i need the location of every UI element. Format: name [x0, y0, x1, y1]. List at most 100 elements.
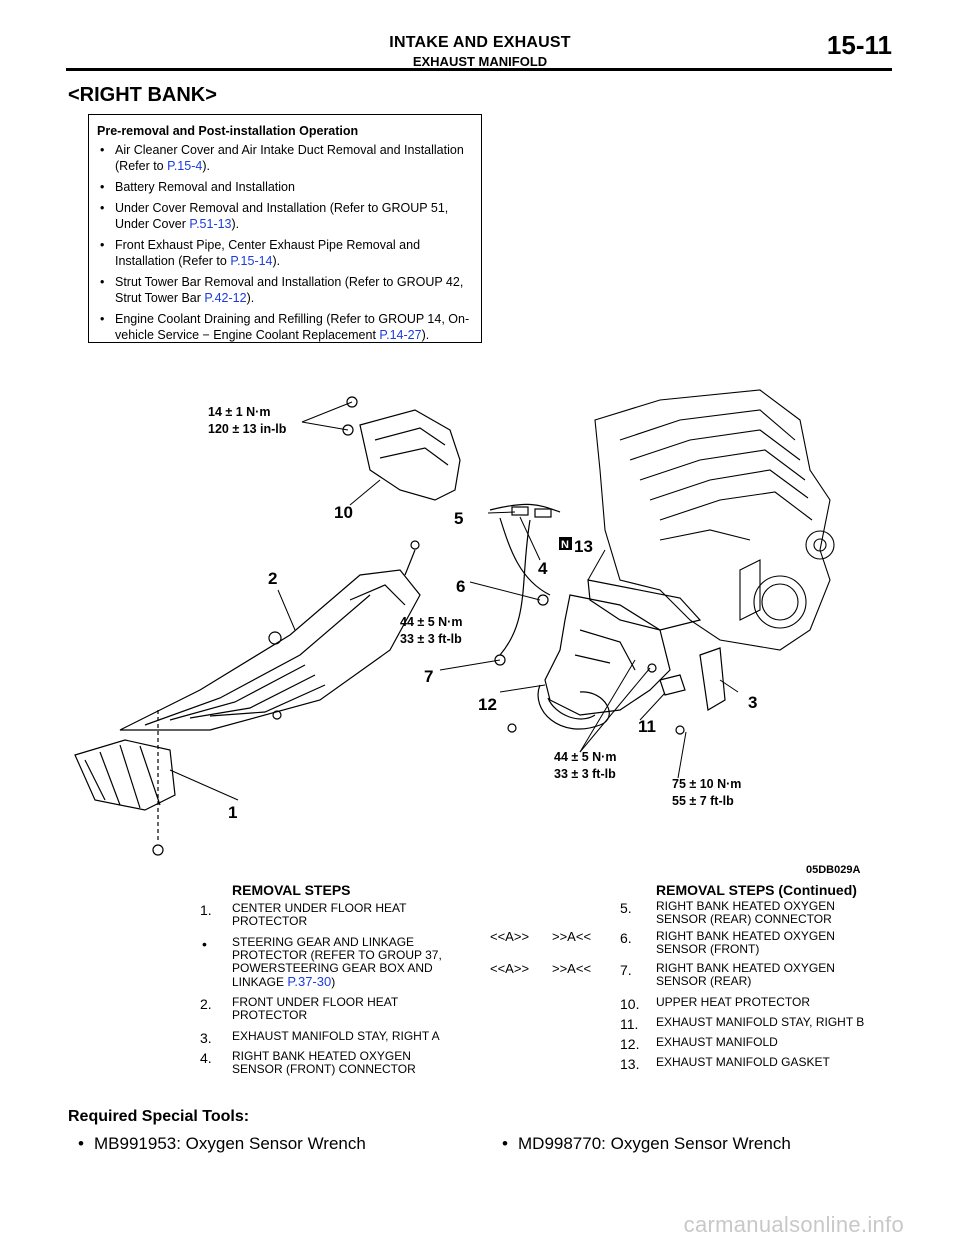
step-item: 11. EXHAUST MANIFOLD STAY, RIGHT B — [490, 1016, 910, 1036]
torque-label: 33 ± 3 ft-lb — [400, 632, 462, 646]
callout-12: 12 — [478, 695, 497, 714]
step-text: EXHAUST MANIFOLD STAY, RIGHT A — [232, 1029, 440, 1043]
step-text: UPPER HEAT PROTECTOR — [656, 995, 811, 1009]
section-title: INTAKE AND EXHAUST — [389, 34, 571, 51]
step-text: EXHAUST MANIFOLD GASKET — [656, 1055, 830, 1069]
torque-label: 44 ± 5 N·m — [400, 615, 462, 629]
list-item: Air Cleaner Cover and Air Intake Duct Re… — [97, 142, 473, 174]
step-text: SENSOR (FRONT) CONNECTOR — [232, 1062, 416, 1076]
new-part-mark-box — [559, 537, 572, 550]
step-number: 2. — [200, 996, 212, 1012]
step-number: 6. — [620, 930, 632, 946]
item-text: Under Cover Removal and Installation (Re… — [115, 201, 449, 231]
special-tool-item: MD998770: Oxygen Sensor Wrench — [502, 1134, 791, 1154]
step-text: RIGHT BANK HEATED OXYGEN — [656, 899, 835, 913]
step-item: 13. EXHAUST MANIFOLD GASKET — [490, 1056, 910, 1076]
callout-3: 3 — [748, 693, 757, 712]
item-tail: ). — [421, 328, 430, 342]
step-number: 11. — [620, 1016, 639, 1032]
item-tail: ). — [231, 217, 240, 231]
engine-block-drawing — [594, 389, 835, 651]
section-subtitle: EXHAUST MANIFOLD — [412, 54, 548, 69]
step-text: SENSOR (REAR) — [656, 974, 752, 988]
pre-removal-title: Pre-removal and Post-installation Operat… — [97, 124, 359, 138]
torque-label: 120 ± 13 in-lb — [208, 422, 287, 436]
step-text: FRONT UNDER FLOOR HEAT — [232, 995, 399, 1009]
pre-removal-box: Pre-removal and Post-installation Operat… — [88, 114, 482, 343]
callout-13: 13 — [574, 537, 593, 556]
page-ref-link[interactable]: P.51-13 — [189, 217, 232, 231]
pre-removal-list: Air Cleaner Cover and Air Intake Duct Re… — [97, 142, 473, 343]
removal-steps-left: REMOVAL STEPS 1. CENTER UNDER FLOOR HEAT… — [200, 882, 490, 1080]
item-text: Battery Removal and Installation — [115, 180, 295, 194]
special-tool-item: MB991953: Oxygen Sensor Wrench — [78, 1134, 366, 1154]
page-ref-link[interactable]: P.37-30 — [287, 974, 332, 989]
step-number: 13. — [620, 1056, 640, 1072]
item-tail: ). — [202, 159, 210, 173]
item-text: Strut Tower Bar Removal and Installation… — [115, 275, 464, 305]
step-text: PROTECTOR — [232, 1008, 308, 1022]
step-text: PROTECTOR (REFER TO GROUP 37, — [232, 948, 442, 962]
torque-label: 14 ± 1 N·m — [208, 405, 270, 419]
manifold-stay-drawing — [507, 647, 726, 735]
removal-note-tag: <<A>> — [490, 929, 530, 944]
page-number: 15-11 — [826, 30, 892, 60]
exhaust-manifold-drawing — [537, 579, 702, 730]
torque-label: 44 ± 5 N·m — [554, 750, 616, 764]
exhaust-manifold-diagram: N 14 ± 1 N·m 120 ± 13 in-lb 44 ± 5 N·m 3… — [74, 389, 835, 856]
leader-lines — [169, 401, 739, 801]
removal-steps-heading: REMOVAL STEPS — [232, 882, 351, 898]
callout-10: 10 — [334, 503, 353, 522]
list-item: Under Cover Removal and Installation (Re… — [97, 200, 473, 232]
step-item: 12. EXHAUST MANIFOLD — [490, 1036, 910, 1056]
list-item: Strut Tower Bar Removal and Installation… — [97, 274, 473, 306]
step-text: EXHAUST MANIFOLD — [656, 1035, 778, 1049]
step-text: ) — [331, 975, 336, 989]
step-bullet: • — [202, 936, 207, 952]
step-text: EXHAUST MANIFOLD STAY, RIGHT B — [656, 1015, 865, 1029]
step-text: SENSOR (REAR) CONNECTOR — [656, 912, 832, 926]
callout-6: 6 — [456, 577, 465, 596]
callout-1: 1 — [228, 803, 237, 822]
upper-heat-protector-drawing — [342, 396, 461, 501]
step-text: LINKAGE — [232, 975, 288, 989]
removal-steps-right: REMOVAL STEPS (Continued) 5. RIGHT BANK … — [490, 882, 910, 1076]
step-text: CENTER UNDER FLOOR HEAT — [232, 901, 407, 915]
header-rule — [66, 68, 892, 71]
step-number: 12. — [620, 1036, 640, 1052]
bank-title: <RIGHT BANK> — [68, 84, 217, 106]
new-part-mark: N — [561, 539, 569, 551]
callout-4: 4 — [538, 559, 548, 578]
step-text: RIGHT BANK HEATED OXYGEN — [656, 929, 835, 943]
step-text: RIGHT BANK HEATED OXYGEN — [656, 961, 835, 975]
step-number: 10. — [620, 996, 640, 1012]
step-item: 10. UPPER HEAT PROTECTOR — [490, 996, 910, 1016]
callout-7: 7 — [424, 667, 433, 686]
center-heat-protector-drawing — [74, 710, 176, 856]
page-ref-link[interactable]: P.15-14 — [230, 254, 273, 268]
watermark: carmanualsonline.info — [683, 1212, 904, 1237]
list-item: Battery Removal and Installation — [97, 179, 473, 195]
item-text: Engine Coolant Draining and Refilling (R… — [115, 312, 470, 342]
page-ref-link[interactable]: P.15-4 — [167, 159, 203, 173]
step-text: STEERING GEAR AND LINKAGE — [232, 935, 415, 949]
step-text: SENSOR (FRONT) — [656, 942, 760, 956]
oxygen-sensor-drawing — [489, 503, 561, 666]
step-text: RIGHT BANK HEATED OXYGEN — [232, 1049, 411, 1063]
list-item: Front Exhaust Pipe, Center Exhaust Pipe … — [97, 237, 473, 269]
callout-2: 2 — [268, 569, 277, 588]
page-ref-link[interactable]: P.14-27 — [379, 328, 422, 342]
page-ref-link[interactable]: P.42-12 — [204, 291, 247, 305]
front-heat-protector-drawing — [119, 540, 421, 731]
step-number: 7. — [620, 962, 632, 978]
item-tail: ). — [272, 254, 281, 268]
callout-11: 11 — [638, 717, 656, 736]
step-item: 3. EXHAUST MANIFOLD STAY, RIGHT A — [200, 1030, 490, 1050]
list-item: Engine Coolant Draining and Refilling (R… — [97, 311, 473, 343]
figure-code: 05DB029A — [806, 864, 861, 876]
